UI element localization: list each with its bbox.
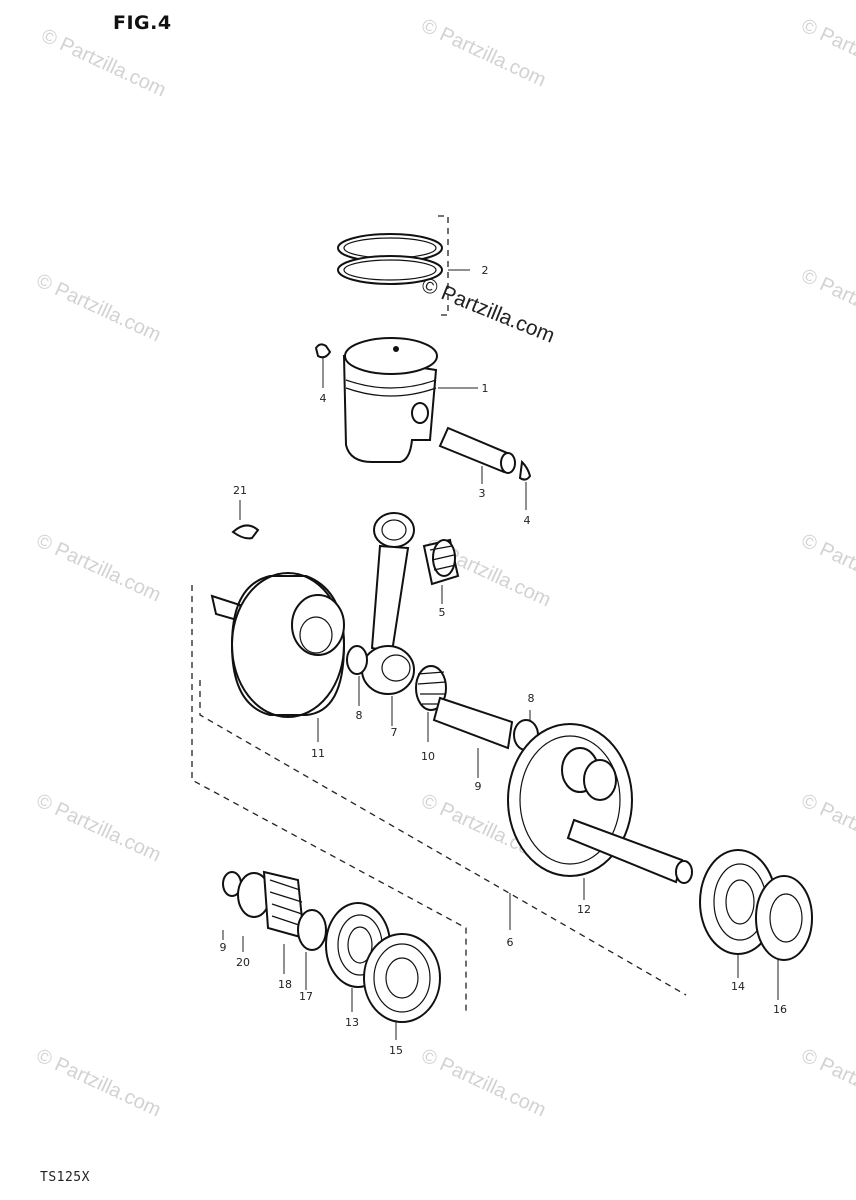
part-label-9: 9 — [220, 941, 227, 954]
part-label-2: 2 — [482, 264, 489, 277]
watermark: © Partzilla.com — [33, 1045, 164, 1122]
part-label-6: 6 — [507, 936, 514, 949]
crankshaft-assembly-bracket — [199, 680, 687, 996]
watermark: © Partzilla.com — [798, 790, 856, 867]
big-end-bearing — [415, 665, 447, 711]
part-label-8: 8 — [356, 709, 363, 722]
part-label-4: 4 — [524, 514, 531, 527]
part-label-8: 8 — [528, 692, 535, 705]
ring-set-bracket — [438, 215, 449, 316]
part-label-3: 3 — [479, 487, 486, 500]
piston-pin-circlip — [314, 343, 332, 359]
part-label-12: 12 — [577, 903, 591, 916]
part-label-9: 9 — [475, 780, 482, 793]
part-label-20: 20 — [236, 956, 250, 969]
piston — [342, 337, 438, 463]
watermark: © Partzilla.com — [33, 790, 164, 867]
watermark: © Partzilla.com — [33, 530, 164, 607]
watermark: © Partzilla.com — [798, 1045, 856, 1122]
part-label-17: 17 — [299, 990, 313, 1003]
woodruff-key — [231, 524, 260, 540]
piston-pin-circlip — [518, 459, 532, 481]
part-label-13: 13 — [345, 1016, 359, 1029]
part-label-1: 1 — [482, 382, 489, 395]
part-label-7: 7 — [391, 726, 398, 739]
watermark: © Partzilla.com — [418, 15, 549, 92]
part-label-21: 21 — [233, 484, 247, 497]
part-label-18: 18 — [278, 978, 292, 991]
part-label-14: 14 — [731, 980, 745, 993]
part-label-5: 5 — [439, 606, 446, 619]
watermark: © Partzilla.com — [33, 270, 164, 347]
watermark: © Partzilla.com — [798, 265, 856, 342]
center-watermark: © Partzilla.com — [418, 273, 558, 347]
watermark: © Partzilla.com — [38, 25, 169, 102]
oil-seal-right — [755, 875, 813, 961]
watermark: © Partzilla.com — [798, 530, 856, 607]
crank-wheel-right — [507, 723, 693, 884]
connecting-rod — [361, 512, 415, 695]
part-label-4: 4 — [320, 392, 327, 405]
crank-gear-stack — [222, 870, 327, 951]
crank-wheel-left — [210, 572, 346, 718]
thrust-washer — [346, 645, 368, 675]
model-code: TS125X — [40, 1170, 90, 1185]
watermark: © Partzilla.com — [798, 15, 856, 92]
oil-seal-left — [363, 933, 441, 1023]
watermark: © Partzilla.com — [418, 1045, 549, 1122]
part-label-16: 16 — [773, 1003, 787, 1016]
crank-pin — [432, 696, 514, 750]
part-label-11: 11 — [311, 747, 325, 760]
part-label-15: 15 — [389, 1044, 403, 1057]
part-label-10: 10 — [421, 750, 435, 763]
piston-rings — [337, 233, 443, 285]
small-end-bearing — [422, 538, 460, 586]
part-labels: 2 1 4 3 4 21 5 11 8 7 10 8 9 12 6 9 20 1… — [220, 264, 788, 1057]
figure-title: FIG.4 — [113, 12, 172, 34]
piston-pin — [438, 426, 516, 474]
